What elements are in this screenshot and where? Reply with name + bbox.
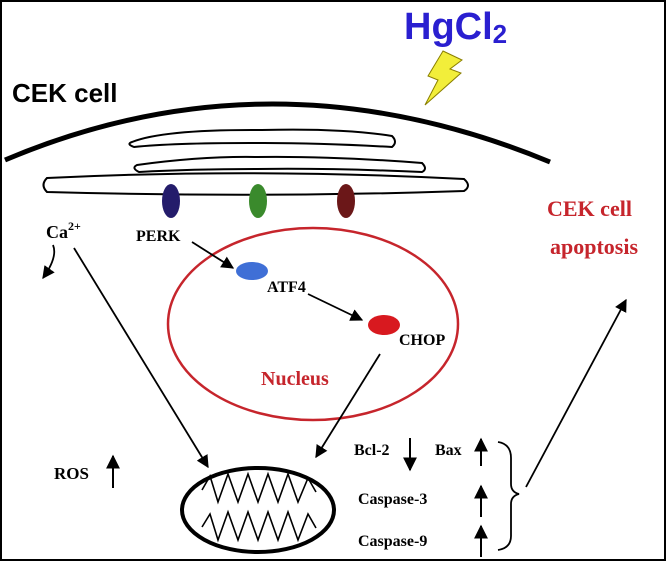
perk-sensor-node — [162, 184, 180, 218]
ca-to-mitochondria-arrow — [73, 247, 209, 469]
nucleus-outline — [166, 226, 460, 422]
hgcl2-formula-base: HgCl — [404, 6, 493, 48]
caspase3-label: Caspase-3 — [358, 491, 428, 508]
right-er-sensor-node — [337, 184, 355, 218]
lightning-bolt-icon — [424, 50, 463, 106]
marker-group-brace — [497, 441, 520, 551]
ca-release-arrow — [42, 244, 56, 280]
atf4-label: ATF4 — [267, 279, 306, 296]
atf4-to-chop-arrow — [307, 293, 364, 321]
hgcl2-formula-subscript: 2 — [492, 19, 508, 49]
nucleus-label: Nucleus — [261, 368, 329, 390]
apoptosis-label-line1: CEK cell — [547, 196, 632, 221]
cell-label: CEK cell — [12, 78, 118, 108]
ros-label: ROS — [54, 464, 89, 483]
bax-label: Bax — [435, 442, 462, 459]
calcium-symbol: Ca — [46, 222, 68, 242]
chop-node — [368, 315, 400, 335]
endoplasmic-reticulum — [42, 128, 469, 196]
cell-membrane — [4, 101, 551, 165]
apoptosis-label-line2: apoptosis — [550, 234, 639, 259]
hgcl2-stimulus-label: HgCl2 — [404, 8, 507, 47]
middle-er-sensor-node — [249, 184, 267, 218]
caspase9-label: Caspase-9 — [358, 533, 428, 550]
chop-to-mitochondria-arrow — [315, 353, 381, 459]
mitochondrion — [180, 466, 336, 554]
calcium-charge: 2+ — [68, 219, 81, 233]
bcl2-label: Bcl-2 — [354, 442, 390, 459]
perk-label: PERK — [136, 228, 181, 245]
chop-label: CHOP — [399, 332, 446, 349]
calcium-label: Ca2+ — [46, 220, 81, 241]
atf4-node — [236, 262, 268, 280]
markers-to-apoptosis-arrow — [525, 298, 627, 488]
perk-to-atf4-arrow — [191, 241, 235, 269]
